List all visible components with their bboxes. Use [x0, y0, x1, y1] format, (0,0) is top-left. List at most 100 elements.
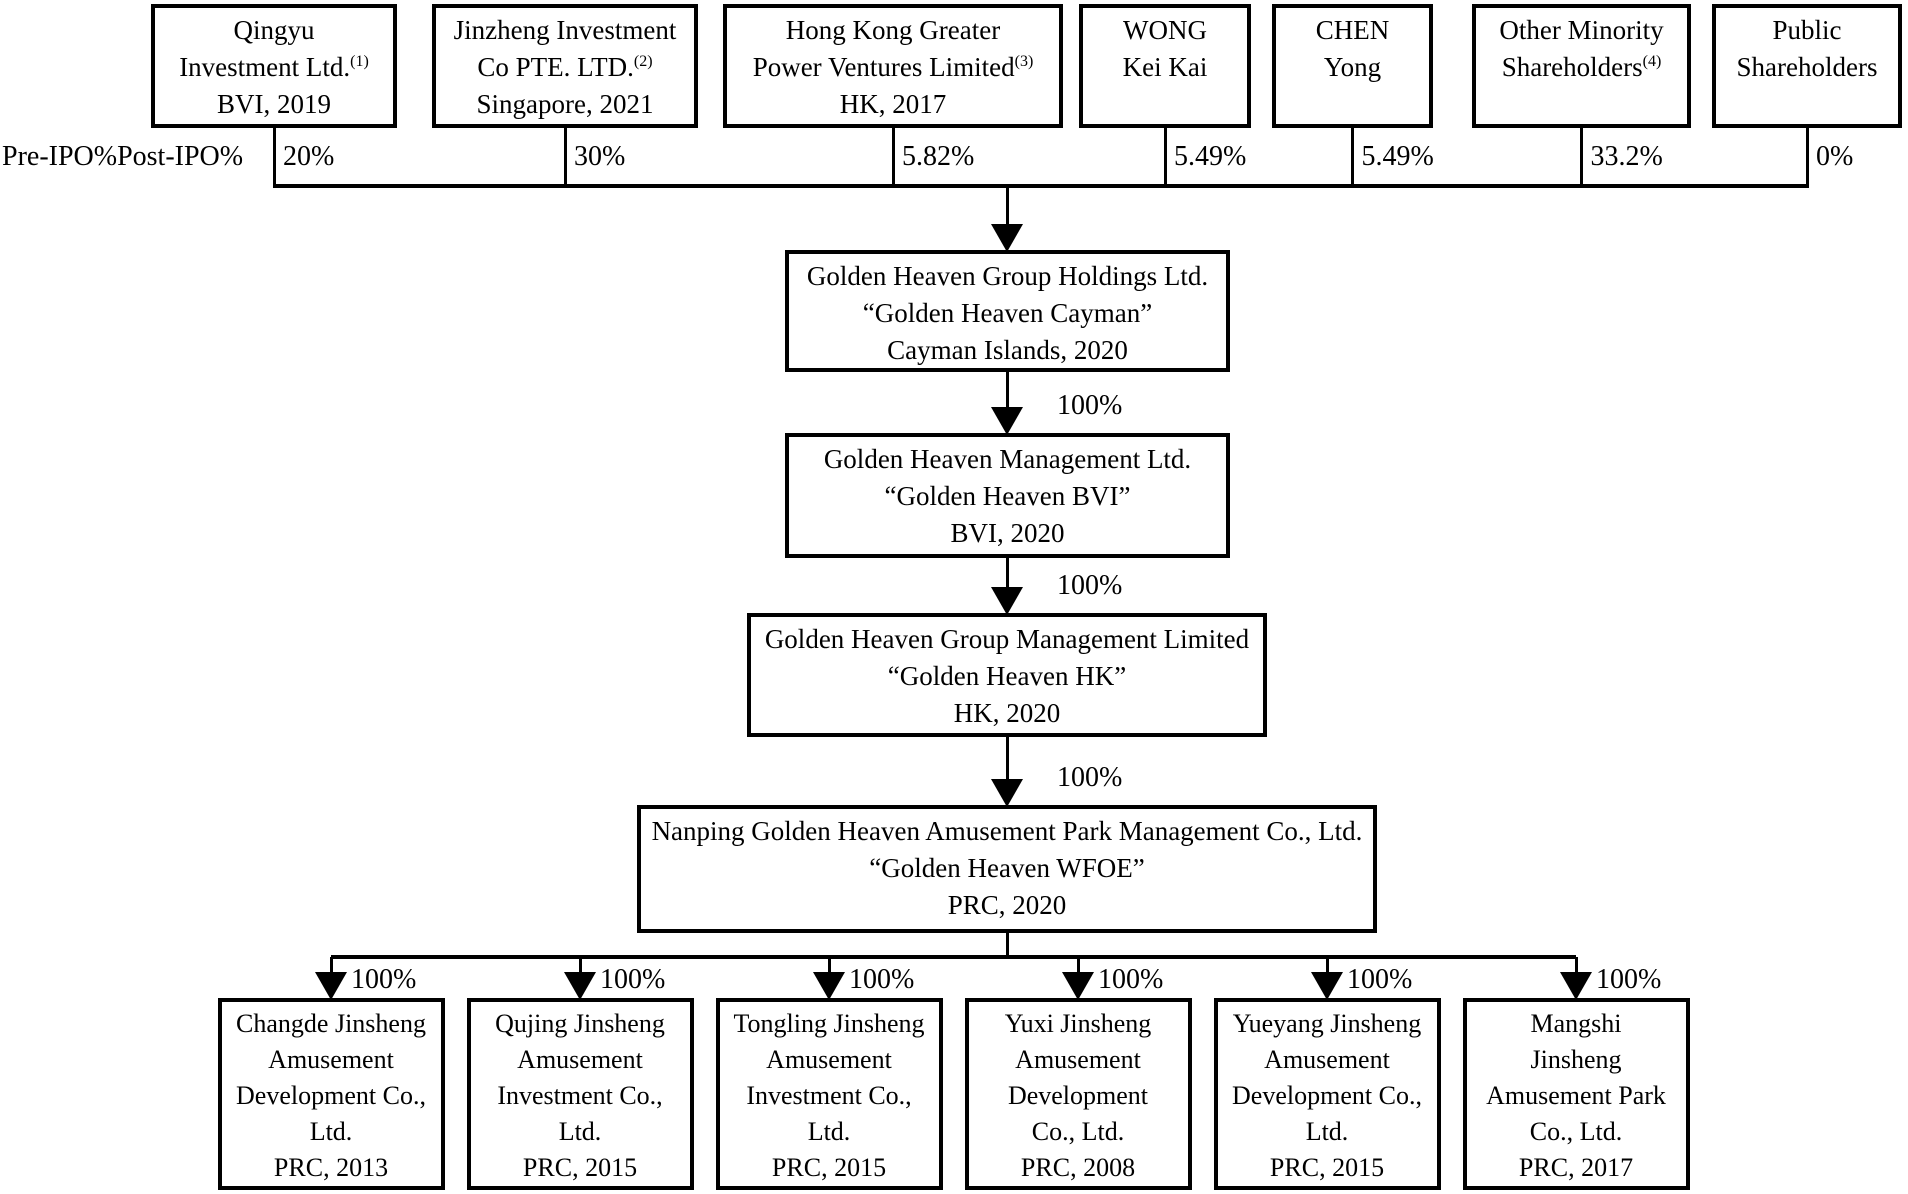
entity-name-line: Investment Ltd.(1): [155, 49, 393, 86]
entity-text: Other Minority: [1499, 15, 1664, 45]
entity-name-line: Changde Jinsheng: [222, 1006, 441, 1042]
entity-text: HK, 2017: [839, 89, 947, 119]
entity-text: Golden Heaven Management Ltd.: [823, 444, 1192, 474]
ownership-pct-public-shareholders: 0%: [1816, 141, 1854, 172]
entity-name-line: Amusement: [222, 1042, 441, 1078]
entity-box-golden-heaven-hk: Golden Heaven Group Management Limited “G…: [747, 613, 1267, 737]
ownership-drop-line: [1351, 128, 1354, 188]
entity-name-line: Ltd.: [720, 1114, 939, 1150]
ownership-pct-mangshi: 100%: [1596, 964, 1662, 995]
entity-text: Jinzheng Investment: [453, 15, 677, 45]
entity-text: Ltd.: [1305, 1117, 1349, 1146]
entity-name-line: Yueyang Jinsheng: [1218, 1006, 1437, 1042]
entity-name-line: Cayman Islands, 2020: [789, 332, 1226, 369]
entity-name-line: Amusement: [471, 1042, 690, 1078]
entity-name-line: Co., Ltd.: [1467, 1114, 1686, 1150]
entity-text: PRC, 2015: [1269, 1153, 1385, 1182]
entity-name-line: Other Minority: [1476, 12, 1687, 49]
entity-text: Ltd.: [807, 1117, 851, 1146]
ownership-pct-yuxi: 100%: [1098, 964, 1164, 995]
entity-name-line: Investment Co.,: [471, 1078, 690, 1114]
connector-line: [1076, 957, 1080, 980]
down-arrowhead-icon: [813, 972, 845, 1000]
wfoe-bus-stem: [1005, 931, 1009, 959]
entity-name-line: Investment Co.,: [720, 1078, 939, 1114]
down-arrowhead-icon: [1560, 972, 1592, 1000]
entity-text: Cayman Islands, 2020: [887, 335, 1128, 365]
entity-name-line: Yong: [1276, 49, 1429, 86]
entity-name-line: “Golden Heaven HK”: [751, 658, 1263, 695]
entity-name-line: “Golden Heaven WFOE”: [641, 850, 1373, 887]
entity-text: Tongling Jinsheng: [733, 1009, 925, 1038]
entity-text: Development Co.,: [236, 1081, 426, 1110]
footnote-marker: (2): [633, 53, 653, 70]
entity-name-line: Tongling Jinsheng: [720, 1006, 939, 1042]
entity-text: Co., Ltd.: [1031, 1117, 1125, 1146]
entity-text: Amusement: [517, 1045, 643, 1074]
down-arrowhead-icon: [991, 587, 1023, 615]
entity-text: Changde Jinsheng: [236, 1009, 426, 1038]
entity-text: Development: [1007, 1081, 1149, 1110]
entity-name-line: Jinsheng: [1467, 1042, 1686, 1078]
ownership-pct-jinzheng-investment: 30%: [574, 141, 626, 172]
entity-text: Amusement: [1015, 1045, 1141, 1074]
ownership-drop-line: [1805, 128, 1809, 188]
entity-text: PRC, 2013: [273, 1153, 389, 1182]
entity-name-line: Qujing Jinsheng: [471, 1006, 690, 1042]
entity-text: Hong Kong Greater: [785, 15, 1001, 45]
entity-text: BVI, 2019: [217, 89, 331, 119]
down-arrowhead-icon: [991, 224, 1023, 252]
ownership-pct-other-minority: 33.2%: [1590, 141, 1663, 172]
entity-name-line: HK, 2017: [727, 86, 1059, 123]
entity-name-line: PRC, 2020: [641, 887, 1373, 924]
entity-text: Kei Kai: [1122, 52, 1208, 82]
entity-text: Investment Ltd.: [179, 52, 351, 82]
entity-text: “Golden Heaven BVI”: [884, 481, 1131, 511]
entity-name-line: Singapore, 2021: [436, 86, 694, 123]
connector-line: [1005, 370, 1009, 415]
entity-name-line: Golden Heaven Management Ltd.: [789, 441, 1226, 478]
ownership-pct-wong-kei-kai: 5.49%: [1174, 141, 1247, 172]
subsidiaries-bus-line: [331, 955, 1576, 959]
entity-name-line: Development Co.,: [1218, 1078, 1437, 1114]
entity-text: PRC, 2008: [1020, 1153, 1136, 1182]
entity-name-line: Hong Kong Greater: [727, 12, 1059, 49]
footnote-marker: (4): [1642, 53, 1662, 70]
entity-text: Singapore, 2021: [476, 89, 654, 119]
entity-name-line: Amusement Park: [1467, 1078, 1686, 1114]
ownership-pct-qujing: 100%: [600, 964, 666, 995]
entity-text: Golden Heaven Group Management Limited: [764, 624, 1250, 654]
down-arrowhead-icon: [991, 779, 1023, 807]
ownership-pct-tongling: 100%: [849, 964, 915, 995]
entity-name-line: Nanping Golden Heaven Amusement Park Man…: [641, 813, 1373, 850]
entity-text: Amusement: [766, 1045, 892, 1074]
entity-text: Qujing Jinsheng: [495, 1009, 665, 1038]
entity-text: Shareholders: [1501, 52, 1643, 82]
entity-name-line: Golden Heaven Group Management Limited: [751, 621, 1263, 658]
connector-line: [1325, 957, 1329, 980]
entity-name-line: Amusement: [969, 1042, 1188, 1078]
connector-line: [827, 957, 831, 980]
connector-line: [1005, 186, 1009, 232]
entity-text: Co PTE. LTD.: [477, 52, 634, 82]
entity-text: Investment Co.,: [497, 1081, 663, 1110]
connector-line: [578, 957, 582, 980]
entity-name-line: Amusement: [720, 1042, 939, 1078]
entity-name-line: PRC, 2015: [1218, 1150, 1437, 1186]
entity-name-line: Power Ventures Limited(3): [727, 49, 1059, 86]
entity-text: Investment Co.,: [746, 1081, 912, 1110]
entity-box-golden-heaven-bvi: Golden Heaven Management Ltd. “Golden Hea…: [785, 433, 1230, 558]
ownership-pct-golden-heaven-bvi: 100%: [1057, 390, 1123, 421]
entity-text: Amusement Park: [1486, 1081, 1666, 1110]
entity-text: Ltd.: [558, 1117, 602, 1146]
connector-line: [1574, 957, 1578, 980]
ownership-pct-chen-yong: 5.49%: [1361, 141, 1434, 172]
entity-name-line: Amusement: [1218, 1042, 1437, 1078]
ownership-pct-changde: 100%: [351, 964, 417, 995]
